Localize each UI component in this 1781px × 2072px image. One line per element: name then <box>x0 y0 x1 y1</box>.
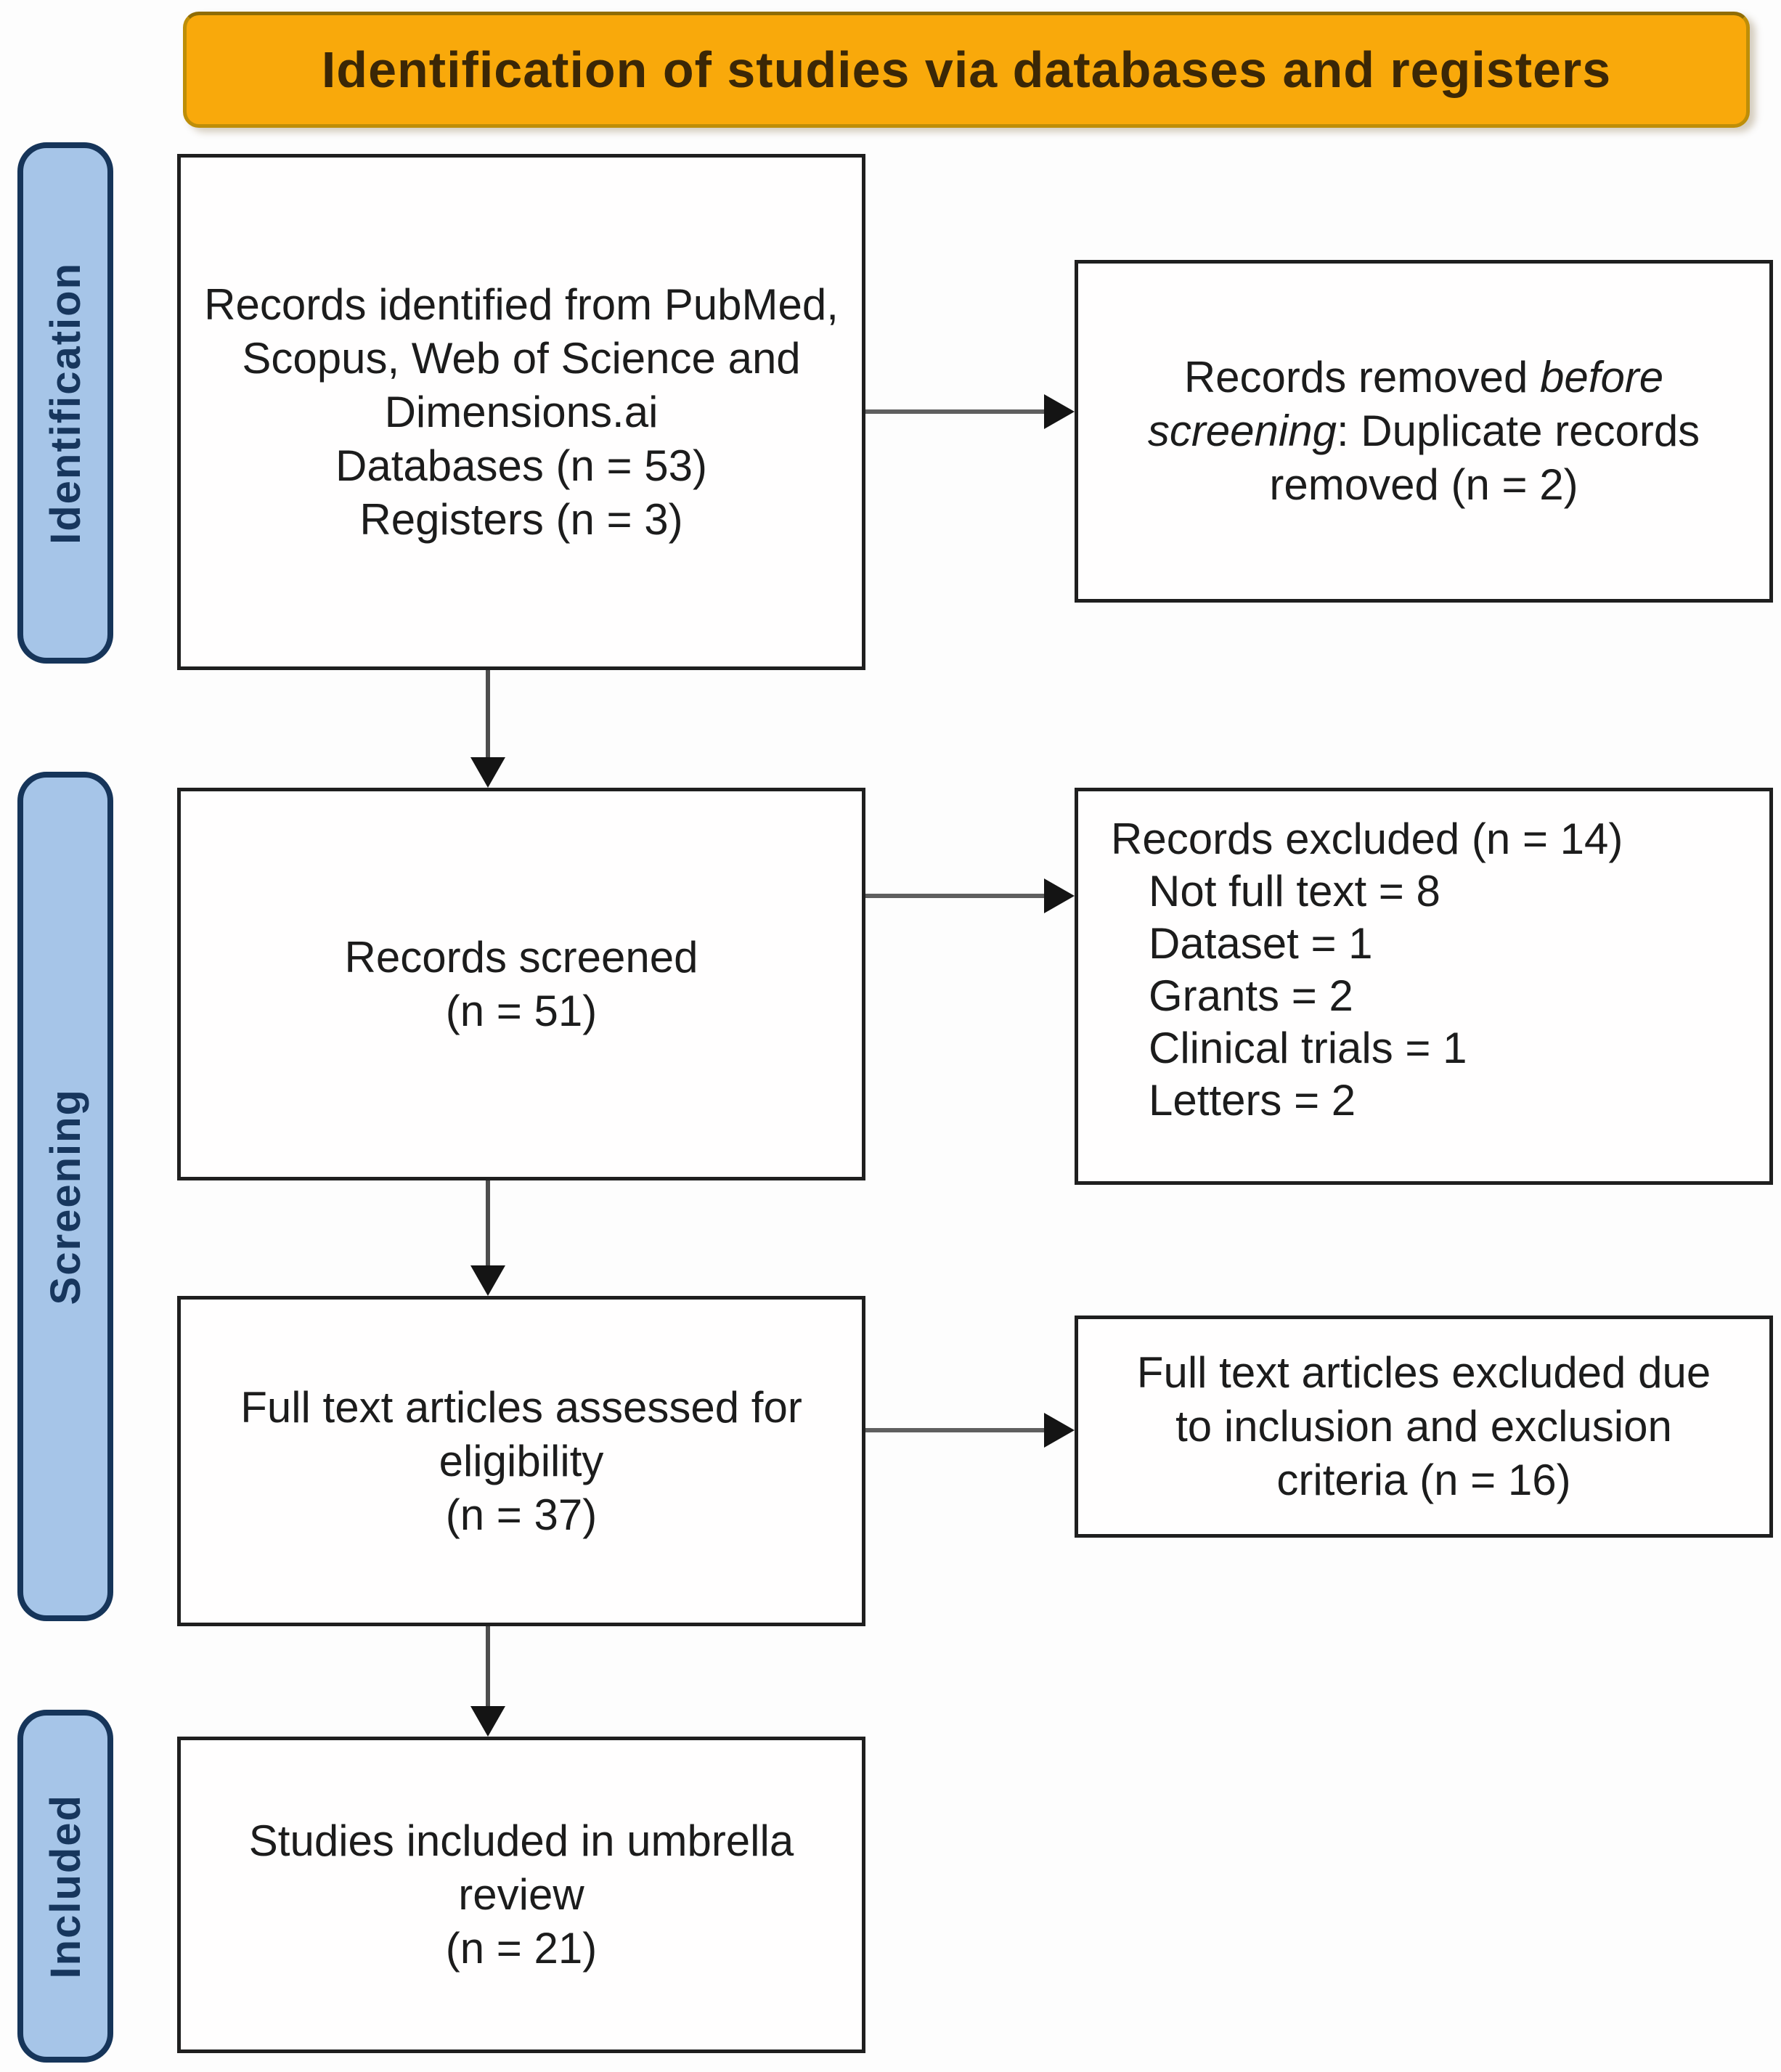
arrow-fulltext-to-ftexcluded-line <box>865 1428 1048 1432</box>
banner-identification-via-databases: Identification of studies via databases … <box>183 12 1750 128</box>
arrow-screened-to-excluded-head-icon <box>1044 878 1075 913</box>
stage-label-included: Included <box>17 1710 113 2063</box>
stage-label-identification: Identification <box>17 142 113 664</box>
box-fulltext-assessed-line: eligibility <box>439 1436 604 1485</box>
box-records-excluded-title: Records excluded (n = 14) <box>1111 815 1623 863</box>
arrow-screened-to-fulltext-line <box>486 1180 490 1267</box>
box-fulltext-assessed-line: (n = 37) <box>445 1490 598 1539</box>
box-fulltext-excluded-line: to inclusion and exclusion <box>1175 1402 1672 1451</box>
banner-title: Identification of studies via databases … <box>321 41 1612 98</box>
box-fulltext-excluded-line: Full text articles excluded due <box>1136 1348 1711 1397</box>
stage-label-included-text: Included <box>41 1793 89 1979</box>
box-fulltext-assessed-line: Full text articles assessed for <box>240 1382 802 1432</box>
stage-label-screening-text: Screening <box>41 1088 89 1305</box>
box-records-screened: Records screened (n = 51) <box>177 788 865 1180</box>
stage-label-identification-text: Identification <box>41 261 89 544</box>
box-records-excluded-item: Not full text = 8 <box>1149 867 1440 915</box>
box-records-removed-line: screening: Duplicate records <box>1147 407 1700 455</box>
box-studies-included-line: (n = 21) <box>445 1924 598 1973</box>
arrow-fulltext-to-included-head-icon <box>470 1706 505 1737</box>
arrow-fulltext-to-ftexcluded-head-icon <box>1044 1413 1075 1448</box>
box-records-excluded-item: Grants = 2 <box>1149 971 1353 1020</box>
box-studies-included-line: Studies included in umbrella <box>248 1816 794 1865</box>
box-records-removed-line: removed (n = 2) <box>1269 460 1578 509</box>
box-records-excluded-item: Clinical trials = 1 <box>1149 1024 1467 1072</box>
box-records-excluded: Records excluded (n = 14) Not full text … <box>1075 788 1773 1185</box>
box-fulltext-excluded-line: criteria (n = 16) <box>1276 1456 1571 1504</box>
box-records-excluded-item: Dataset = 1 <box>1149 919 1373 968</box>
box-records-identified-line: Scopus, Web of Science and <box>242 333 801 383</box>
arrow-identified-to-removed-line <box>865 409 1048 414</box>
arrow-screened-to-excluded-line <box>865 894 1048 898</box>
box-records-excluded-item: Letters = 2 <box>1149 1076 1356 1125</box>
box-fulltext-assessed: Full text articles assessed for eligibil… <box>177 1296 865 1626</box>
arrow-identified-to-removed-head-icon <box>1044 394 1075 429</box>
arrow-identified-to-screened-line <box>486 670 490 759</box>
box-records-screened-line: (n = 51) <box>445 986 598 1035</box>
box-records-removed: Records removed before screening: Duplic… <box>1075 260 1773 603</box>
arrow-screened-to-fulltext-head-icon <box>470 1265 505 1296</box>
arrow-identified-to-screened-head-icon <box>470 757 505 788</box>
box-records-identified-line: Dimensions.ai <box>384 387 659 436</box>
box-records-identified-line: Databases (n = 53) <box>335 441 707 490</box>
box-records-screened-line: Records screened <box>344 932 698 982</box>
stage-label-screening: Screening <box>17 772 113 1621</box>
box-studies-included: Studies included in umbrella review (n =… <box>177 1737 865 2053</box>
box-records-identified-line: Records identified from PubMed, <box>204 280 839 329</box>
arrow-fulltext-to-included-line <box>486 1626 490 1708</box>
box-records-removed-line: Records removed before <box>1183 353 1664 401</box>
box-records-identified-line: Registers (n = 3) <box>359 494 683 544</box>
box-studies-included-line: review <box>458 1870 584 1919</box>
box-fulltext-excluded: Full text articles excluded due to inclu… <box>1075 1316 1773 1538</box>
box-records-identified: Records identified from PubMed, Scopus, … <box>177 154 865 670</box>
